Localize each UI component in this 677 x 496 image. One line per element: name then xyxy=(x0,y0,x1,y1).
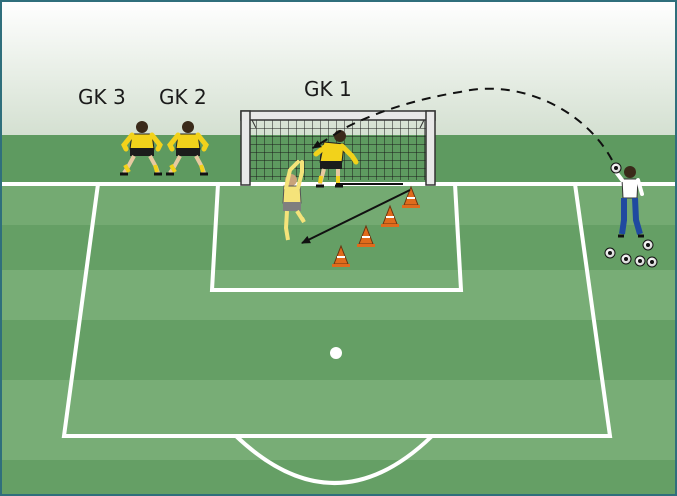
gk2-label: GK 2 xyxy=(159,85,207,109)
gk3-label: GK 3 xyxy=(78,85,126,109)
gk1-label: GK 1 xyxy=(304,77,352,101)
penalty-spot xyxy=(330,347,342,359)
